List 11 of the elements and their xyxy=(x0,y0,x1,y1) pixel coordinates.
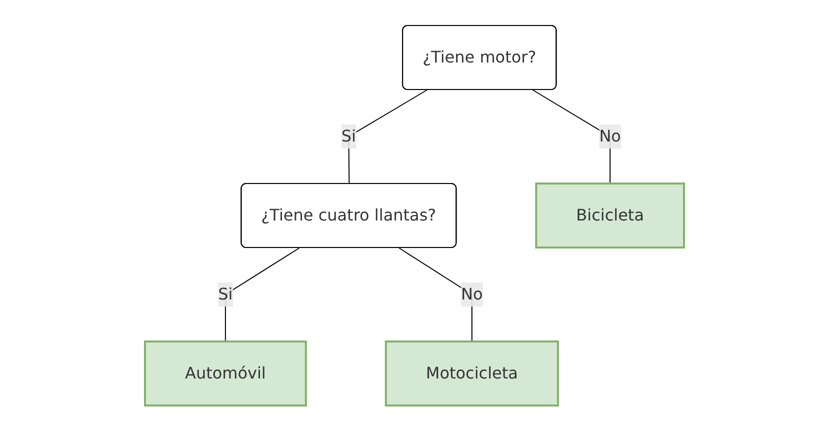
node-box: Automóvil xyxy=(144,340,306,406)
connector xyxy=(348,90,427,184)
edge-label: Si xyxy=(340,126,356,146)
edge-label: No xyxy=(460,284,482,304)
edge-label: No xyxy=(598,126,620,146)
connector xyxy=(532,90,610,184)
connector xyxy=(398,248,472,342)
node-box: Bicicleta xyxy=(534,182,684,248)
connector xyxy=(224,248,300,342)
edge-label: Si xyxy=(218,284,232,304)
node-box: Motocicleta xyxy=(384,340,558,406)
